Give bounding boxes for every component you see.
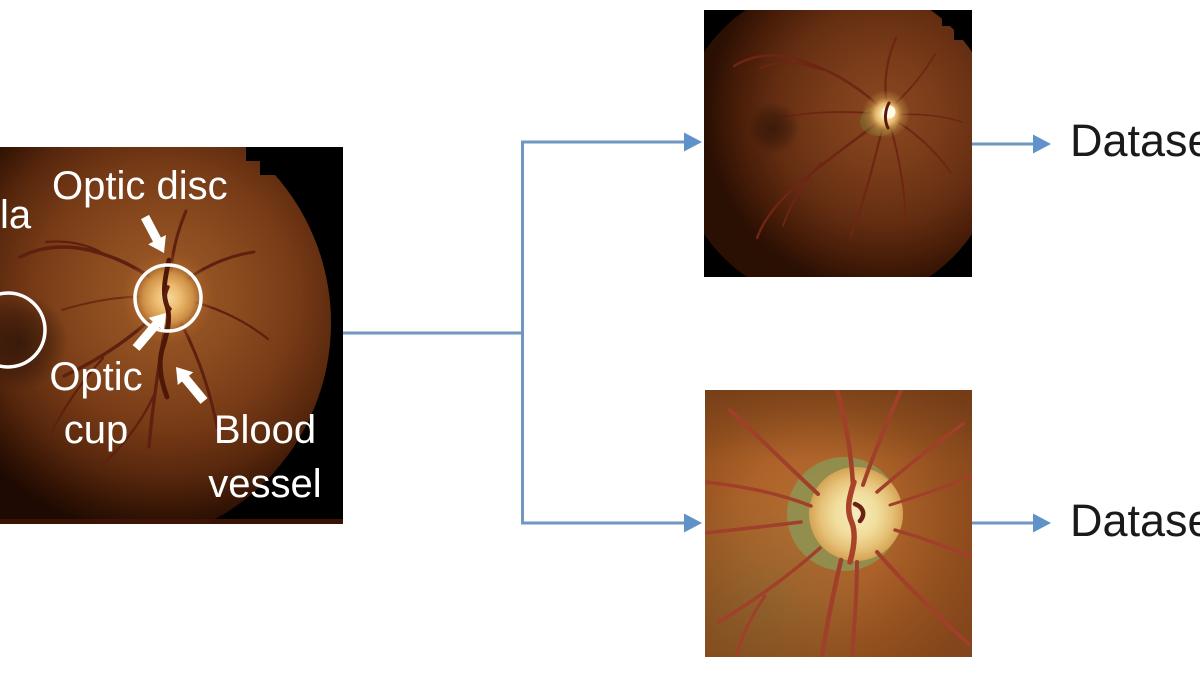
optic-disc-label: Optic disc bbox=[52, 164, 228, 208]
retina-vessels bbox=[705, 390, 972, 657]
output-bottom-arrowhead-icon bbox=[1033, 513, 1051, 533]
blood-vessel-label: Blood vessel bbox=[203, 403, 327, 511]
dataset-top-fundus-image bbox=[704, 10, 972, 277]
blood-vessel-label-line1: Blood bbox=[213, 408, 317, 452]
optic-disc-arrow-icon bbox=[141, 214, 166, 253]
retina-vessels bbox=[732, 36, 963, 240]
optic-cup-label: Optic cup bbox=[25, 351, 167, 457]
optic-cup-label-line1: Optic bbox=[49, 355, 143, 399]
optic-cup-label-line2: cup bbox=[63, 408, 129, 452]
blood-vessel-label-line2: vessel bbox=[208, 462, 322, 506]
macula-circle-marker bbox=[0, 291, 47, 369]
branch-top-arrowhead-icon bbox=[684, 132, 702, 152]
optic-disc-circle-marker bbox=[133, 263, 203, 333]
optic-cup-arrow-icon bbox=[132, 313, 166, 351]
annotated-fundus-art bbox=[0, 147, 343, 524]
macula-label-partial: la bbox=[0, 193, 32, 237]
dataset-bottom-fundus-art bbox=[705, 390, 972, 657]
dataset-label-bottom: Datase bbox=[1070, 495, 1200, 546]
branch-bottom-arrowhead-icon bbox=[684, 513, 702, 533]
dataset-top-fundus-art bbox=[704, 10, 972, 277]
annotated-fundus-image bbox=[0, 147, 343, 524]
blood-vessel-arrow-icon bbox=[176, 367, 208, 404]
dataset-label-top: Datase bbox=[1070, 115, 1200, 166]
output-top-arrowhead-icon bbox=[1033, 134, 1051, 154]
dataset-bottom-fundus-image bbox=[705, 390, 972, 657]
